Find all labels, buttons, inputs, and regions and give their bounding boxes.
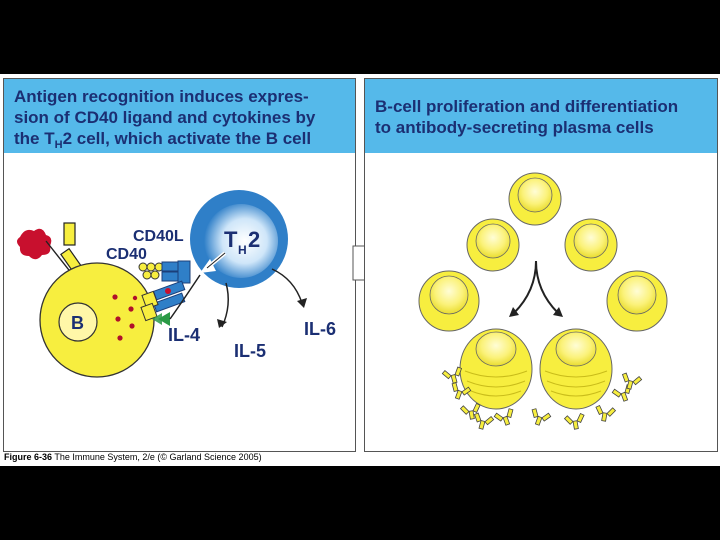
figure: Antigen recognition induces expres- sion… bbox=[0, 74, 720, 466]
b-cell-clone bbox=[418, 270, 480, 332]
cd40-cd40l-interaction bbox=[138, 260, 191, 284]
right-title-line-2: to antibody-secreting plasma cells bbox=[375, 118, 654, 137]
antigen-icon bbox=[17, 228, 52, 260]
left-title-line-2: sion of CD40 ligand and cytokines by bbox=[14, 108, 316, 127]
il5-label: IL-5 bbox=[234, 341, 266, 361]
figure-caption: Figure 6-36 The Immune System, 2/e (© Ga… bbox=[4, 452, 262, 462]
figure-number: Figure 6-36 bbox=[4, 452, 53, 462]
plasma-cell bbox=[459, 328, 533, 410]
b-cell bbox=[39, 262, 155, 378]
arrowheads bbox=[217, 298, 307, 328]
right-title-line-1: B-cell proliferation and differentiation bbox=[375, 97, 679, 116]
th2-cell bbox=[190, 190, 288, 288]
il4-cytokine-icon bbox=[152, 312, 170, 326]
il6-label: IL-6 bbox=[304, 319, 336, 339]
right-panel-header: B-cell proliferation and differentiation… bbox=[365, 79, 717, 153]
activation-diagram: CD40L CD40 T H 2 B IL-4 IL-5 IL-6 bbox=[17, 190, 336, 378]
left-title-line-3-pre: the T bbox=[14, 129, 55, 148]
th2-label-main: T bbox=[224, 227, 238, 252]
left-panel-title: Antigen recognition induces expres- sion… bbox=[14, 86, 349, 152]
b-cell-clone bbox=[606, 270, 668, 332]
right-panel-title: B-cell proliferation and differentiation… bbox=[375, 96, 711, 138]
arrowheads-right bbox=[509, 307, 563, 317]
plasma-cell bbox=[539, 328, 613, 410]
cd40-label: CD40 bbox=[106, 246, 147, 263]
differentiation-arrows bbox=[513, 260, 559, 314]
tcr-mhc-complex bbox=[140, 280, 186, 322]
left-panel: Antigen recognition induces expres- sion… bbox=[3, 78, 356, 452]
il4-label: IL-4 bbox=[168, 325, 200, 345]
b-cell-clone bbox=[564, 218, 618, 272]
b-cell-clone bbox=[508, 172, 562, 226]
left-title-line-3: the TH2 cell, which activate the B cell bbox=[14, 128, 349, 152]
b-cell-label: B bbox=[71, 313, 84, 333]
cd40l-label: CD40L bbox=[133, 228, 184, 245]
left-title-line-1: Antigen recognition induces expres- bbox=[14, 87, 309, 106]
left-panel-header: Antigen recognition induces expres- sion… bbox=[4, 79, 355, 153]
left-title-subscript: H bbox=[54, 139, 63, 151]
b-cell-clone bbox=[466, 218, 520, 272]
th2-label-sub: H bbox=[238, 243, 247, 257]
proliferation-diagram bbox=[418, 172, 668, 430]
right-panel: B-cell proliferation and differentiation… bbox=[364, 78, 718, 452]
th2-label-num: 2 bbox=[248, 227, 260, 252]
antibody-icon bbox=[441, 366, 643, 430]
figure-source: The Immune System, 2/e (© Garland Scienc… bbox=[52, 452, 262, 462]
signal-arrow-icon bbox=[200, 251, 227, 273]
left-title-line-3-post: 2 cell, which activate the B cell bbox=[62, 129, 312, 148]
